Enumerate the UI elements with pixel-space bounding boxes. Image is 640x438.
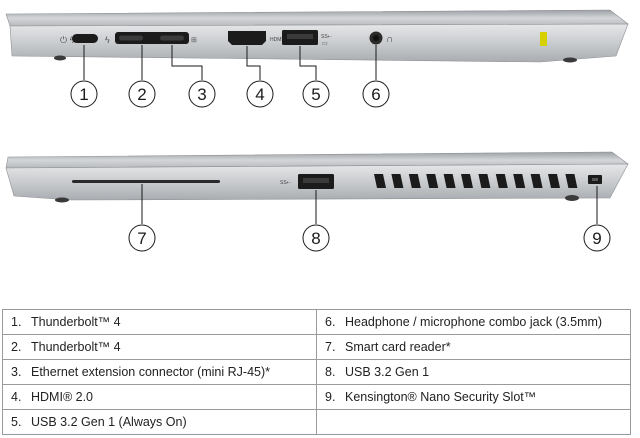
vent-slot bbox=[478, 174, 491, 188]
item-label: Ethernet extension connector (mini RJ-45… bbox=[31, 365, 271, 379]
callout-markers: 1 2 3 4 5 6 7 8 9 bbox=[70, 80, 611, 252]
thunderbolt-port-1: ⏻ ϟ bbox=[60, 34, 98, 45]
item-number: 3. bbox=[11, 365, 22, 379]
thunderbolt-ethernet-combo-port: ϟ ⊞ bbox=[105, 32, 197, 45]
item-number: 5. bbox=[11, 415, 22, 429]
callout-number: 6 bbox=[371, 85, 380, 104]
item-label: HDMI® 2.0 bbox=[31, 390, 93, 404]
table-cell: 2. Thunderbolt™ 4 bbox=[2, 334, 317, 360]
item-label: USB 3.2 Gen 1 (Always On) bbox=[31, 415, 187, 429]
table-row: 1. Thunderbolt™ 4 6. Headphone / microphone… bbox=[2, 309, 631, 335]
ethernet-icon: ⊞ bbox=[191, 37, 197, 44]
vent-slot bbox=[443, 174, 456, 188]
vent-slot bbox=[374, 174, 386, 188]
callout-leaders-left bbox=[83, 45, 377, 80]
table-cell: 4. HDMI® 2.0 bbox=[2, 384, 317, 410]
callout-circle bbox=[302, 80, 330, 108]
item-label: Kensington® Nano Security Slot™ bbox=[345, 390, 537, 404]
usb-a-port-always-on: SS⇠ ▭ bbox=[282, 30, 332, 47]
item-number: 2. bbox=[11, 340, 22, 354]
table-cell: 5. USB 3.2 Gen 1 (Always On) bbox=[2, 409, 317, 435]
audio-jack: ∩ bbox=[369, 31, 393, 45]
item-label: USB 3.2 Gen 1 bbox=[345, 365, 430, 379]
callout-circle bbox=[302, 224, 330, 252]
vent-slot bbox=[565, 174, 578, 188]
callout-number: 9 bbox=[592, 229, 601, 248]
power-bolt-icon: ⏻ ϟ bbox=[60, 35, 75, 45]
usb-label: SS⇠ bbox=[321, 34, 332, 40]
hdmi-label: HDMI bbox=[270, 37, 283, 43]
laptop-ports-diagram: ⏻ ϟ ϟ ⊞ HDMI SS⇠ ▭ ∩ bbox=[5, 9, 629, 252]
table-cell: 9. Kensington® Nano Security Slot™ bbox=[316, 384, 631, 410]
rubber-foot bbox=[565, 195, 579, 201]
table-cell bbox=[316, 409, 631, 435]
rubber-foot bbox=[563, 57, 577, 63]
callout-circle bbox=[362, 80, 390, 108]
vent-slot bbox=[408, 174, 421, 188]
callout-number: 7 bbox=[137, 229, 146, 248]
vent-slot bbox=[461, 174, 473, 188]
callout-circle bbox=[583, 224, 611, 252]
item-number: 9. bbox=[325, 390, 336, 404]
vent-slot bbox=[391, 174, 404, 188]
callout-circle bbox=[128, 80, 156, 108]
battery-icon: ▭ bbox=[322, 41, 328, 47]
usb-a-port: SS⇠ bbox=[280, 174, 334, 189]
smart-card-slot bbox=[72, 180, 220, 183]
item-number: 4. bbox=[11, 390, 22, 404]
item-number: 1. bbox=[11, 315, 22, 329]
item-label: Headphone / microphone combo jack (3.5mm… bbox=[345, 315, 603, 329]
right-side-view: SS⇠ bbox=[5, 151, 629, 203]
status-led bbox=[540, 32, 547, 46]
callout-circle bbox=[188, 80, 216, 108]
lid-edge bbox=[5, 9, 629, 27]
table-cell: 6. Headphone / microphone combo jack (3.5… bbox=[316, 309, 631, 335]
vent-slot bbox=[548, 174, 560, 188]
vent-slot bbox=[426, 174, 439, 188]
callout-circle bbox=[70, 80, 98, 108]
item-label: Thunderbolt™ 4 bbox=[31, 340, 121, 354]
item-number: 7. bbox=[325, 340, 336, 354]
table-row: 4. HDMI® 2.0 9. Kensington® Nano Security S… bbox=[2, 384, 631, 410]
callout-leaders-right bbox=[141, 184, 598, 224]
callout-number: 3 bbox=[197, 85, 206, 104]
vent-slot bbox=[530, 174, 543, 188]
vent-slot bbox=[495, 174, 508, 188]
item-label: Thunderbolt™ 4 bbox=[31, 315, 121, 329]
hdmi-port: HDMI bbox=[228, 31, 283, 45]
callout-number: 4 bbox=[255, 85, 264, 104]
thunderbolt-icon: ϟ bbox=[105, 35, 110, 45]
table-row: 3. Ethernet extension connector (mini RJ-… bbox=[2, 359, 631, 385]
callout-number: 8 bbox=[311, 229, 320, 248]
item-number: 8. bbox=[325, 365, 336, 379]
table-row: 5. USB 3.2 Gen 1 (Always On) bbox=[2, 409, 631, 435]
table-cell: 8. USB 3.2 Gen 1 bbox=[316, 359, 631, 385]
headset-icon: ∩ bbox=[386, 34, 393, 45]
callout-circle bbox=[128, 224, 156, 252]
table-cell: 7. Smart card reader* bbox=[316, 334, 631, 360]
callout-circle bbox=[246, 80, 274, 108]
item-number: 6. bbox=[325, 315, 336, 329]
table-row: 2. Thunderbolt™ 4 7. Smart card reader* bbox=[2, 334, 631, 360]
callout-number: 1 bbox=[79, 85, 88, 104]
kensington-slot bbox=[588, 175, 602, 184]
callout-number: 5 bbox=[311, 85, 320, 104]
left-side-view: ⏻ ϟ ϟ ⊞ HDMI SS⇠ ▭ ∩ bbox=[5, 9, 629, 63]
callout-number: 2 bbox=[137, 85, 146, 104]
vent-grille bbox=[374, 174, 578, 188]
item-label: Smart card reader* bbox=[345, 340, 451, 354]
base-body bbox=[9, 23, 629, 63]
ports-legend-table: 1. Thunderbolt™ 4 6. Headphone / microphone… bbox=[2, 309, 631, 435]
vent-slot bbox=[513, 174, 526, 188]
rubber-foot bbox=[55, 197, 69, 203]
table-cell: 3. Ethernet extension connector (mini RJ-… bbox=[2, 359, 317, 385]
table-cell: 1. Thunderbolt™ 4 bbox=[2, 309, 317, 335]
rubber-foot bbox=[54, 55, 66, 61]
usb-label: SS⇠ bbox=[280, 180, 291, 186]
